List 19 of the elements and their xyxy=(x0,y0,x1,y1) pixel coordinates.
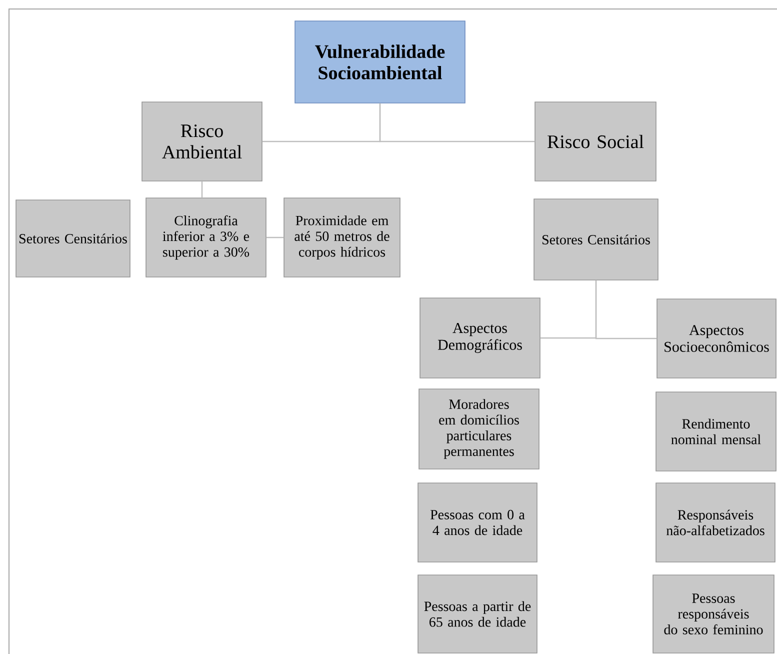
category-box: Risco Ambiental xyxy=(142,102,262,182)
connector-line xyxy=(201,181,203,198)
connector-line xyxy=(266,236,284,238)
category-box: Risco Social xyxy=(534,102,656,182)
category-box: Moradores em domicílios particulares permanentes xyxy=(418,388,540,470)
category-box: Rendimento nominal mensal xyxy=(656,392,776,472)
category-box: Pessoas responsáveis do sexo feminino xyxy=(652,574,774,654)
category-box: Setores Censitários xyxy=(534,198,658,280)
category-box: Aspectos Socioeconômicos xyxy=(656,298,776,378)
category-box: Aspectos Demográficos xyxy=(420,298,540,378)
category-box: Pessoas com 0 a 4 anos de idade xyxy=(418,482,538,562)
category-box: Responsáveis não-alfabetizados xyxy=(656,482,776,562)
category-box: Pessoas a partir de 65 anos de idade xyxy=(418,574,538,654)
category-box: Clinografia inferior a 3% e superior a 30% xyxy=(146,198,266,278)
title-box: Vulnerabilidade Socioambiental xyxy=(294,20,466,104)
category-box: Setores Censitários xyxy=(16,200,130,278)
connector-line xyxy=(379,103,535,142)
category-box: Proximidade em até 50 metros de corpos hídricos xyxy=(284,198,400,278)
connector-line xyxy=(595,280,657,340)
